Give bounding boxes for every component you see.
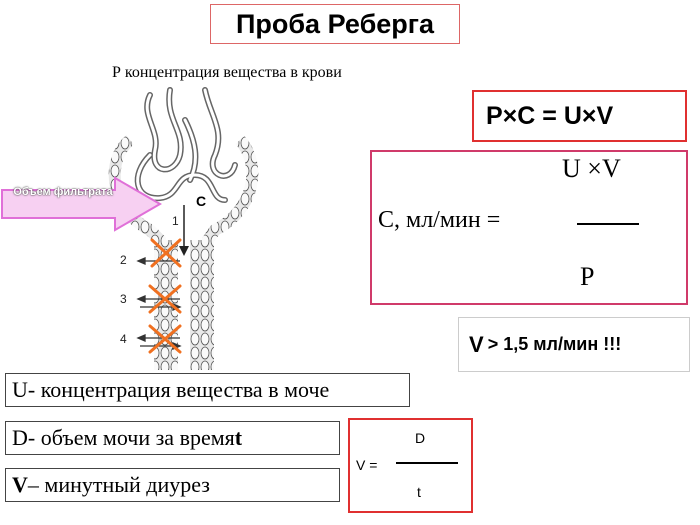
fraction-line <box>577 223 639 225</box>
definition-d: D- объем мочи за время t <box>5 421 340 455</box>
glomerulus-capillaries <box>134 87 238 203</box>
v-formula-lhs: V = <box>356 457 378 473</box>
clearance-numerator: U ×V <box>562 154 621 183</box>
v-symbol: V <box>469 331 484 357</box>
v-formula-box <box>348 418 473 513</box>
capsule-wall-right <box>190 136 259 370</box>
filtrate-label: Объем фильтрата <box>13 186 113 198</box>
segment-number-3: 3 <box>120 292 127 306</box>
definition-v-symbol: V <box>12 472 28 497</box>
segment-number-2: 2 <box>120 253 127 267</box>
v-formula-line <box>396 462 458 464</box>
page-title: Проба Реберга <box>210 4 460 44</box>
v-threshold: > 1,5 мл/мин !!! <box>487 334 622 354</box>
nephron-diagram <box>1 87 259 370</box>
formula-main: P×C = U×V <box>472 90 687 142</box>
blood-concentration-caption: Р концентрация вещества в крови <box>112 64 342 81</box>
clearance-lhs: С, мл/мин = <box>378 207 501 233</box>
v-formula-numerator: D <box>415 430 426 446</box>
definition-v-text: – минутный диурез <box>27 472 210 497</box>
segment-number-1: 1 <box>172 214 179 228</box>
definition-d-text: D- объем мочи за время <box>12 425 235 450</box>
filtrate-arrow <box>1 176 162 232</box>
definition-v: V – минутный диурез <box>5 468 340 502</box>
diuresis-threshold-note: V > 1,5 мл/мин !!! <box>458 317 690 372</box>
definition-d-t: t <box>234 425 243 450</box>
clearance-formula-box <box>370 150 688 305</box>
c-label: С <box>196 193 207 209</box>
v-formula-denominator: t <box>417 484 421 500</box>
segment-number-4: 4 <box>120 332 127 346</box>
clearance-denominator: P <box>580 262 595 291</box>
definition-u: U- концентрация вещества в моче <box>5 373 410 407</box>
blocked-crosses <box>148 238 182 354</box>
